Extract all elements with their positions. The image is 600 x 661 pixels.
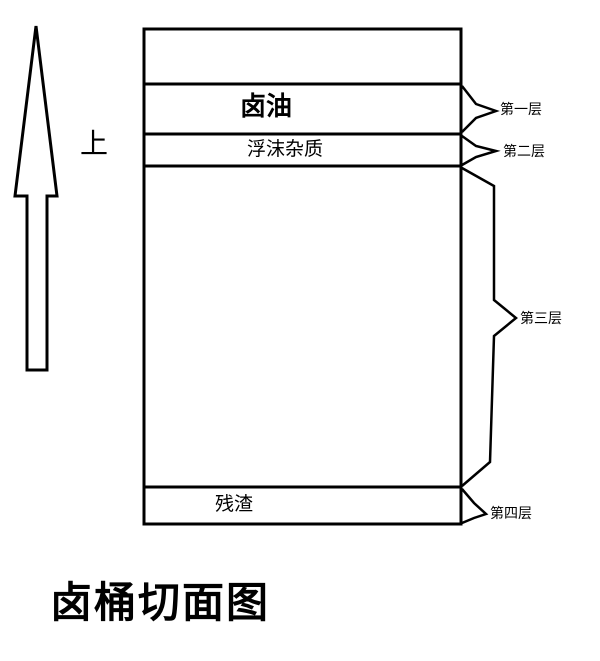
layer-label-brine-oil: 卤油 — [240, 92, 293, 122]
bucket-outline — [142, 27, 463, 526]
brace-layer-2 — [461, 134, 501, 167]
up-arrow-icon — [13, 25, 59, 372]
brace-label-3: 第三层 — [520, 311, 562, 327]
direction-label: 上 — [80, 127, 109, 160]
layer-label-residue: 残渣 — [215, 493, 254, 515]
brace-label-2: 第二层 — [503, 144, 545, 160]
brace-layer-4 — [461, 488, 489, 525]
brace-layer-3 — [461, 166, 518, 487]
brace-layer-1 — [461, 85, 500, 133]
brace-label-4: 第四层 — [490, 506, 532, 522]
diagram-title: 卤桶切面图 — [50, 578, 271, 627]
brace-label-1: 第一层 — [500, 102, 542, 118]
layer-label-foam: 浮沫杂质 — [247, 138, 324, 160]
